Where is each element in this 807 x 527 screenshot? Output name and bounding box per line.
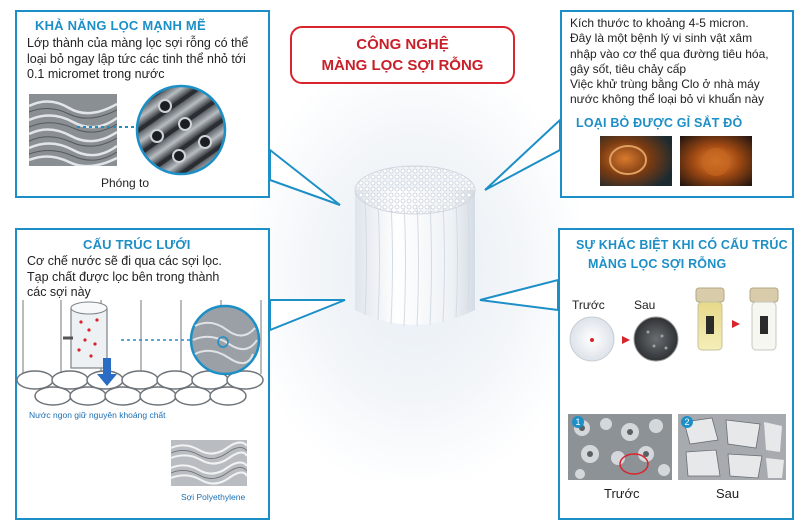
badge-before: 1 bbox=[572, 416, 584, 428]
difference-title-line2: MÀNG LỌC SỢI RỖNG bbox=[588, 257, 727, 271]
panel-title-filtration: KHẢ NĂNG LỌC MẠNH MẼ bbox=[35, 18, 206, 33]
rust-pipe-image-right bbox=[680, 136, 752, 186]
filtration-description: Lớp thành của màng lọc sợi rỗng có thể l… bbox=[27, 36, 249, 81]
bacteria-text-line-2: Đây là một bệnh lý vi sinh vật xâm bbox=[570, 31, 753, 46]
bacteria-description: Kích thước to khoảng 4-5 micron. Đây là … bbox=[570, 16, 792, 108]
mesh-description: Cơ chế nước sẽ đi qua các sợi lọc. Tạp c… bbox=[27, 254, 267, 301]
main-title-line1: CÔNG NGHỆ bbox=[356, 36, 449, 53]
bacteria-text-line-6: nước không thể loại bỏ vi khuẩn này bbox=[570, 92, 765, 107]
bacteria-text-line-3: nhập vào cơ thể qua đường tiêu hóa, bbox=[570, 46, 769, 61]
difference-title-line1: SỰ KHÁC BIỆT KHI CÓ CẤU TRÚC bbox=[576, 238, 788, 252]
bacteria-text-line-4: gây sốt, tiêu chảy cấp bbox=[570, 61, 687, 76]
hollow-fiber-cylinder-image bbox=[354, 165, 476, 327]
main-title-box: CÔNG NGHỆ MÀNG LỌC SỢI RỖNG bbox=[290, 26, 515, 84]
panel-title-mesh: CẤU TRÚC LƯỚI bbox=[83, 237, 191, 252]
panel-filtration-strength: KHẢ NĂNG LỌC MẠNH MẼ Lớp thành của màng … bbox=[15, 10, 270, 198]
mesh-text-line-1: Cơ chế nước sẽ đi qua các sợi lọc. bbox=[27, 254, 222, 268]
before-label-bottom: Trước bbox=[604, 486, 640, 501]
fiber-cross-section-diagram bbox=[16, 300, 264, 406]
water-mineral-label: Nước ngon giữ nguyên khoáng chất bbox=[29, 410, 166, 420]
panel-bacteria-info: Kích thước to khoảng 4-5 micron. Đây là … bbox=[560, 10, 794, 198]
panel-difference-comparison: SỰ KHÁC BIỆT KHI CÓ CẤU TRÚC MÀNG LỌC SỢ… bbox=[558, 228, 794, 520]
rust-pipe-image-left bbox=[600, 136, 672, 186]
filter-disc-before-after-image bbox=[569, 316, 679, 362]
membrane-surface-image bbox=[29, 94, 117, 166]
mesh-text-line-3: các sợi này bbox=[27, 285, 91, 299]
badge-after: 2 bbox=[681, 416, 693, 428]
dotted-pointer-line bbox=[77, 126, 155, 128]
rust-removal-subtitle: LOẠI BỎ ĐƯỢC GỈ SẮT ĐỎ bbox=[576, 116, 743, 130]
water-sample-vials-image bbox=[695, 287, 779, 351]
polyethylene-fiber-label: Sợi Polyethylene bbox=[181, 492, 246, 502]
sem-micrograph-before bbox=[568, 414, 672, 480]
after-label: Sau bbox=[634, 298, 656, 312]
zoom-caption: Phóng to bbox=[101, 176, 150, 190]
before-label: Trước bbox=[572, 298, 605, 312]
panel-mesh-structure: CẤU TRÚC LƯỚI Cơ chế nước sẽ đi qua các … bbox=[15, 228, 270, 520]
bacteria-text-line-5: Việc khử trùng bằng Clo ở nhà máy bbox=[570, 77, 760, 92]
polyethylene-fiber-image bbox=[171, 440, 247, 486]
mesh-text-line-2: Tạp chất được lọc bên trong thành bbox=[27, 269, 220, 284]
after-label-bottom: Sau bbox=[716, 486, 740, 501]
main-title-line2: MÀNG LỌC SỢI RỖNG bbox=[321, 57, 484, 74]
bacteria-text-line-1: Kích thước to khoảng 4-5 micron. bbox=[570, 16, 749, 30]
hollow-fiber-tubes-magnified bbox=[135, 84, 227, 176]
sem-micrograph-after bbox=[678, 414, 786, 480]
